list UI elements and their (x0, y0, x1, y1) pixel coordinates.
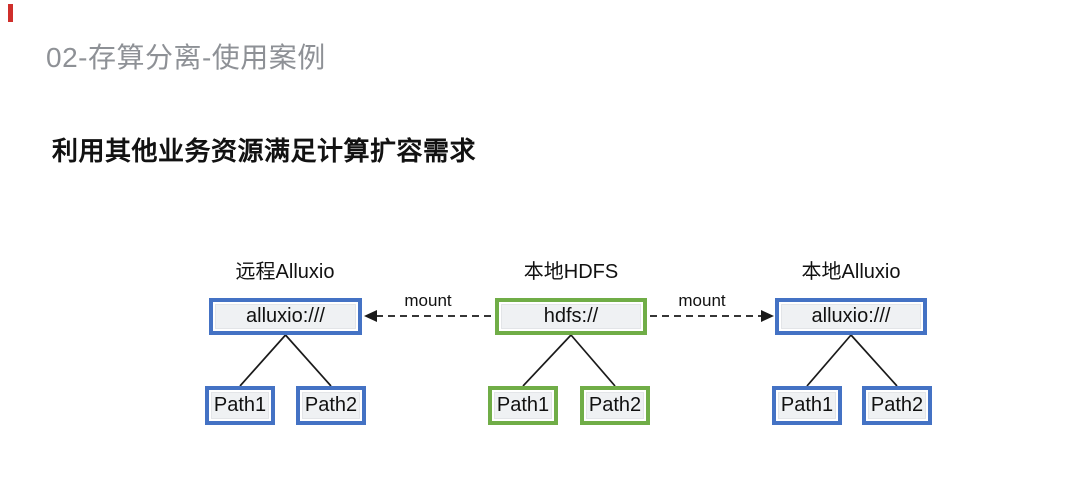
path-node: Path1 (772, 386, 842, 425)
root-node-label: alluxio:/// (781, 304, 921, 329)
path-node-label: Path2 (586, 392, 644, 419)
section-heading: 利用其他业务资源满足计算扩容需求 (52, 136, 477, 166)
path-node: Path2 (580, 386, 650, 425)
root-node-remote-alluxio: alluxio:/// (209, 298, 362, 335)
path-node-label: Path1 (778, 392, 836, 419)
path-node-label: Path2 (868, 392, 926, 419)
root-node-label: hdfs:// (501, 304, 641, 329)
path-node: Path1 (205, 386, 275, 425)
path-node: Path2 (862, 386, 932, 425)
group-label-remote-alluxio: 远程Alluxio (235, 261, 335, 283)
accent-bar (8, 4, 13, 22)
root-node-local-alluxio: alluxio:/// (775, 298, 927, 335)
group-label-local-alluxio: 本地Alluxio (801, 261, 901, 283)
path-node: Path2 (296, 386, 366, 425)
mount-label-left: mount (404, 291, 452, 310)
page-title: 02-存算分离-使用案例 (46, 42, 326, 73)
left-arrowhead-icon (364, 310, 377, 322)
path-node-label: Path1 (211, 392, 269, 419)
path-node: Path1 (488, 386, 558, 425)
root-node-local-hdfs: hdfs:// (495, 298, 647, 335)
root-node-label: alluxio:/// (215, 304, 356, 329)
group-label-local-hdfs: 本地HDFS (523, 261, 619, 283)
mount-label-right: mount (678, 291, 726, 310)
path-node-label: Path2 (302, 392, 360, 419)
path-node-label: Path1 (494, 392, 552, 419)
right-arrowhead-icon (761, 310, 774, 322)
